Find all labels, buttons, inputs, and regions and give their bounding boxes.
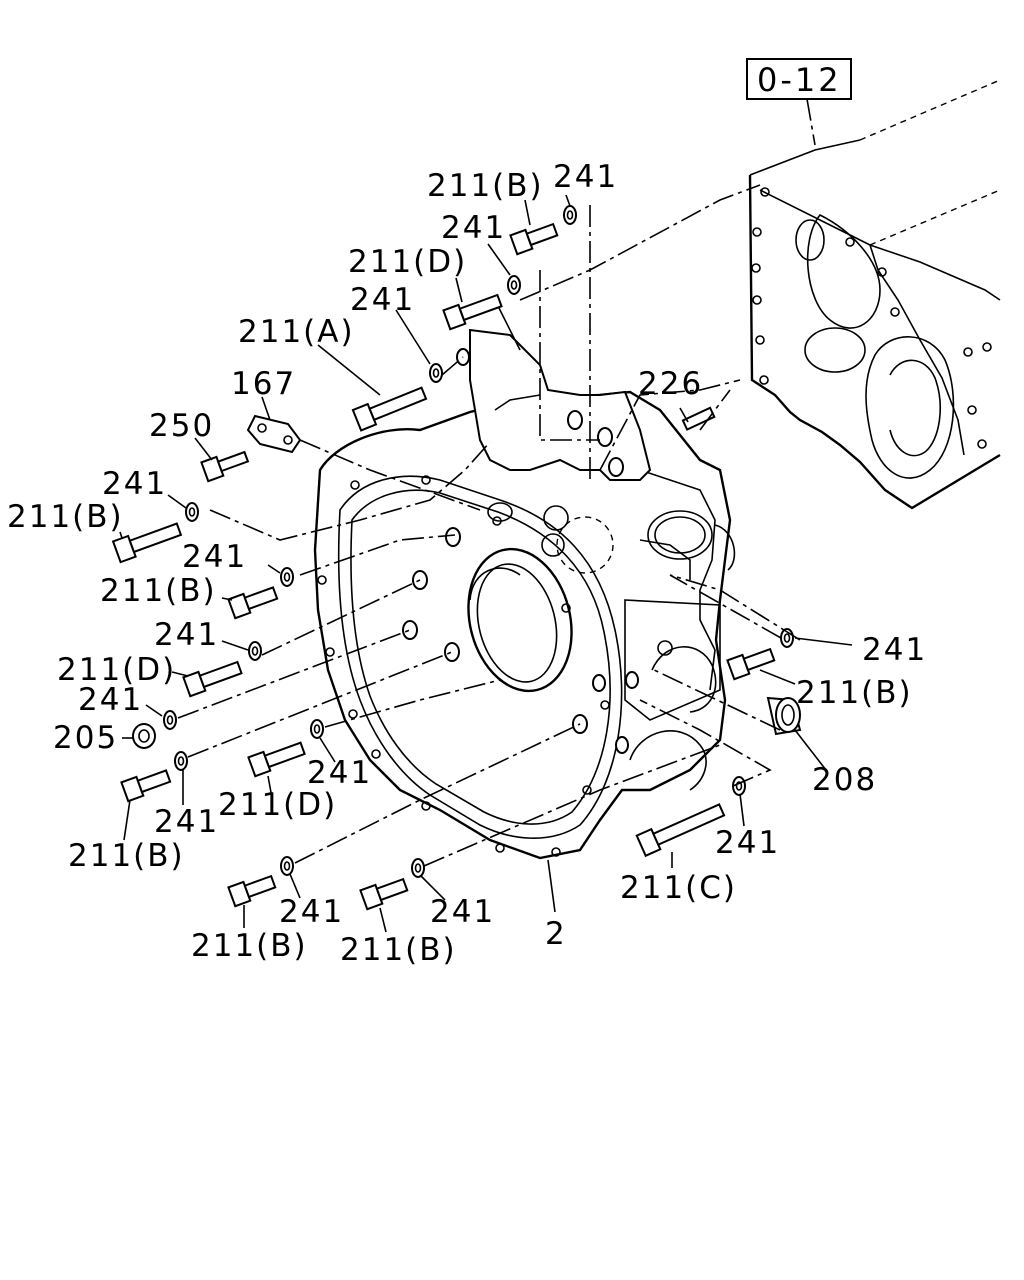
callout-241: 241 [430,894,495,930]
callout-211b: 211(B) [427,168,544,204]
reference-leader [806,98,816,146]
callout-167: 167 [231,366,296,402]
callout-208: 208 [812,762,877,798]
washers [163,205,794,878]
callout-241: 241 [862,632,927,668]
callout-211d: 211(D) [218,787,337,823]
flange-holes [317,475,610,857]
callout-241: 241 [182,539,247,575]
washer-241[interactable] [185,502,199,522]
callout-241: 241 [715,825,780,861]
callout-241: 241 [279,894,344,930]
callout-250: 250 [149,408,214,444]
bolt-211b-left-3[interactable] [120,767,172,803]
washer-241[interactable] [163,710,177,730]
bolt-250[interactable] [200,447,250,483]
engine-block-bolt-holes [751,187,992,449]
leader-lines [119,194,853,933]
bolt-211b-top[interactable] [509,220,559,256]
washer-241[interactable] [248,641,262,661]
callout-241: 241 [553,159,618,195]
callout-226: 226 [638,366,703,402]
callout-211c: 211(C) [620,870,737,906]
reference-box-label: 0-12 [757,61,842,99]
bolt-211b-bottom-1[interactable] [227,872,277,908]
callout-241: 241 [102,466,167,502]
bolt-211b-left-1[interactable] [111,519,183,564]
washer-241[interactable] [280,567,294,587]
bolt-211d-top[interactable] [442,291,503,331]
callout-241: 241 [441,210,506,246]
callout-211b: 211(B) [191,928,308,964]
callout-211b: 211(B) [796,675,913,711]
callout-211d: 211(D) [348,244,467,280]
washer-241[interactable] [563,205,577,225]
callout-2: 2 [545,916,567,952]
callout-205: 205 [53,720,118,756]
callout-211b: 211(B) [340,932,457,968]
callout-211b: 211(B) [68,838,185,874]
bolt-211d-mid[interactable] [247,739,306,778]
callout-211d: 211(D) [57,652,176,688]
bolts [111,220,776,911]
callout-241: 241 [307,755,372,791]
washer-241[interactable] [429,363,443,383]
callout-211b: 211(B) [7,499,124,535]
callout-241: 241 [350,282,415,318]
plate-167[interactable] [246,414,302,454]
assembly-lines [177,184,801,867]
stud-226[interactable] [681,406,716,431]
washer-241[interactable] [174,751,188,771]
washer-241[interactable] [310,719,324,739]
bolt-211a[interactable] [351,383,428,432]
callout-241: 241 [154,804,219,840]
sleeve-208[interactable] [766,696,802,736]
nut-205[interactable] [132,723,156,749]
reference-box[interactable]: 0-12 [746,58,852,100]
bolt-211b-bottom-2[interactable] [359,875,409,911]
flywheel-housing [313,299,736,860]
callout-211a: 211(A) [238,314,355,350]
bolt-211d-left[interactable] [182,658,243,698]
bolt-211b-left-2[interactable] [227,584,279,620]
washer-241[interactable] [507,275,521,295]
washer-241[interactable] [411,858,425,878]
callout-211b: 211(B) [100,573,217,609]
callout-labels: 211(B) 241 241 211(D) 241 211(A) 167 250… [7,159,927,968]
washer-241[interactable] [280,856,294,876]
bolt-211b-right[interactable] [726,645,776,681]
bolt-211c[interactable] [635,800,726,858]
engine-block [748,79,1001,510]
callout-241: 241 [154,617,219,653]
callout-241: 241 [78,682,143,718]
